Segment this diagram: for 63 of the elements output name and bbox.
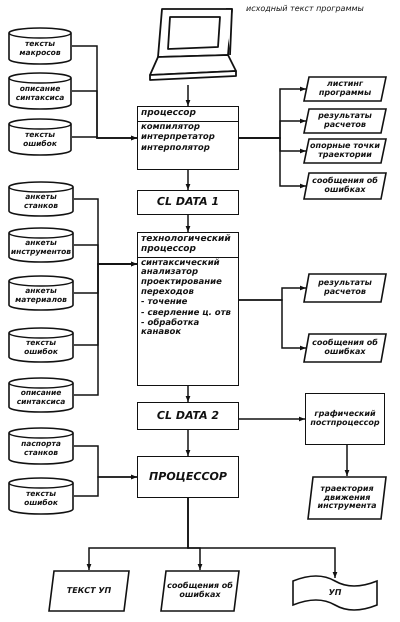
storage-cylinder (8, 182, 74, 216)
connector-arrow (72, 136, 137, 140)
connector-arrow (239, 416, 305, 422)
document-shape (303, 273, 387, 303)
document-shape (307, 476, 387, 520)
node-label: ПРОЦЕССОР (149, 470, 227, 484)
connector-arrow (74, 474, 137, 497)
process-box (137, 232, 239, 386)
document-shape (48, 570, 130, 612)
document-shape (303, 333, 387, 363)
punched-tape-shape (292, 575, 378, 611)
storage-cylinder (8, 73, 72, 109)
storage-cylinder (8, 228, 74, 262)
process-box (137, 190, 239, 215)
document-shape (303, 138, 387, 164)
connector-arrow (239, 137, 306, 188)
storage-cylinder (8, 119, 72, 155)
box-text: - сверление ц. отв (140, 308, 232, 318)
node-label: CL DATA 2 (156, 410, 220, 422)
box-text: - обработка канавок (140, 318, 200, 338)
box-text: проектирование переходов (140, 277, 223, 298)
storage-cylinder (8, 378, 74, 412)
node-label: графический постпроцессор (309, 410, 381, 428)
storage-cylinder (8, 276, 74, 310)
document-shape (303, 76, 387, 102)
node-label: сообщения об ошибках (166, 582, 234, 600)
process-box (305, 393, 385, 445)
node-label: опорные точки траектории (309, 142, 381, 160)
box-text: интерполятор (140, 142, 211, 153)
box-text: - точение (140, 297, 188, 308)
connector-arrow (186, 430, 190, 456)
node-label: траектория движения инструмента (316, 484, 378, 512)
storage-cylinder (8, 328, 74, 362)
box-text: интерпретатор (140, 132, 216, 143)
node-label: сообщения об ошибках (311, 339, 379, 357)
node-label: УП (328, 588, 342, 598)
document-shape (303, 108, 387, 134)
storage-cylinder (8, 478, 74, 514)
process-box (137, 106, 239, 170)
process-box (137, 402, 239, 430)
connector-arrow (186, 170, 190, 190)
box-heading: процессор (138, 107, 238, 122)
node-label: результаты расчетов (317, 112, 373, 130)
box-text: компилятор (140, 122, 201, 132)
storage-cylinder (8, 28, 72, 64)
storage-cylinder (8, 428, 74, 464)
connector-arrow (186, 85, 190, 106)
box-heading: технологический процессор (138, 233, 238, 258)
connector-arrow (186, 215, 190, 232)
connector-arrow (344, 445, 350, 476)
node-label: CL DATA 1 (156, 196, 220, 209)
node-label: листинг программы (318, 80, 372, 98)
process-box (137, 456, 239, 498)
document-shape (303, 172, 387, 200)
connector-arrow (187, 498, 338, 578)
node-label: ТЕКСТ УП (66, 586, 112, 596)
node-label: сообщения об ошибках (311, 177, 379, 195)
connector-arrow (186, 386, 190, 402)
document-shape (160, 570, 240, 612)
connector-arrow (239, 299, 306, 350)
node-label: результаты расчетов (317, 279, 373, 297)
caption-text: исходный текст программы (246, 5, 365, 14)
connector-arrow (74, 262, 137, 396)
